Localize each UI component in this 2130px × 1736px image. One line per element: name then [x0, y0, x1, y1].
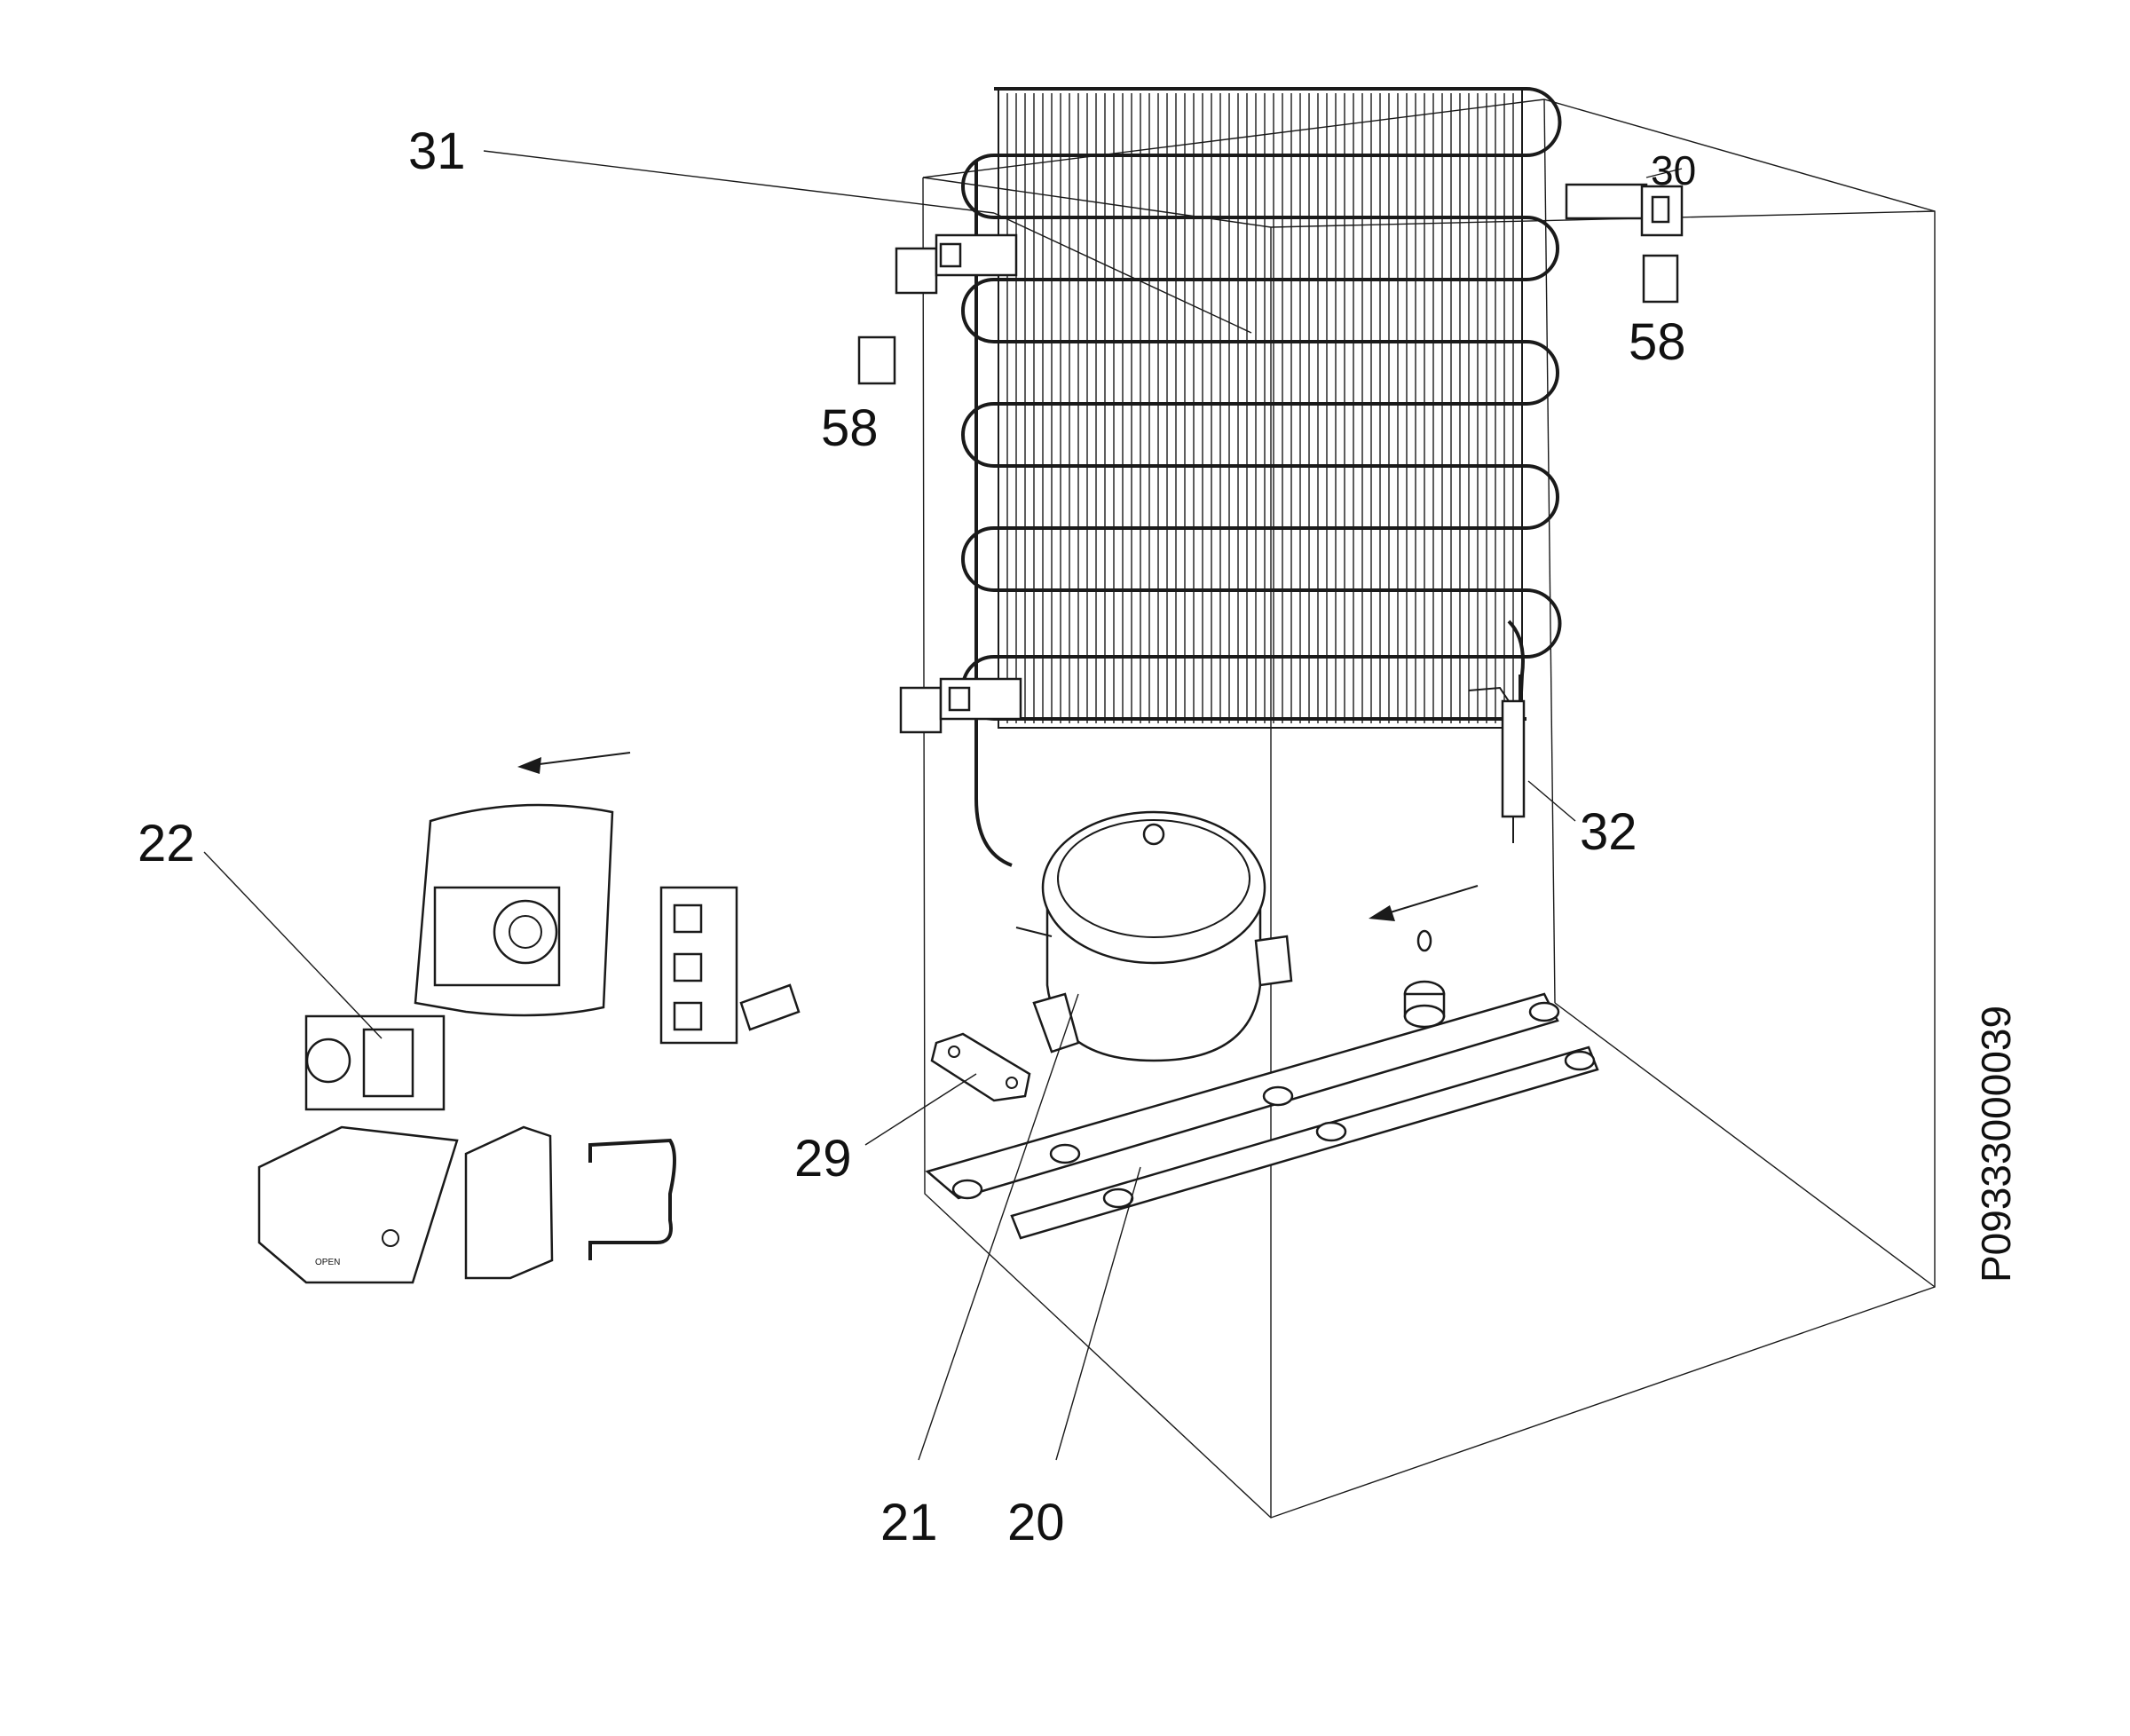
callout-30: 30	[1651, 147, 1696, 193]
callout-labels: 31 30 58 58 22 32 29 21 20	[138, 122, 1696, 1551]
arrow-left-right	[1369, 885, 1479, 921]
coil-bend	[961, 278, 995, 343]
leader-lines	[203, 150, 1683, 1461]
arrow-left-upper	[517, 752, 631, 774]
rail-mount-hole	[1315, 1121, 1347, 1142]
rubber-grommet	[1403, 929, 1446, 1029]
overload-protector	[659, 886, 738, 1045]
rail-mount-hole	[1102, 1188, 1134, 1209]
coil-bend	[1526, 588, 1562, 659]
rail-mount-hole	[1528, 1001, 1560, 1022]
rail-mount-hole	[1262, 1085, 1294, 1107]
coil-bend	[1526, 464, 1559, 530]
condenser-coil	[961, 87, 1562, 867]
starter-relay	[304, 1014, 446, 1111]
coil-bend	[1526, 216, 1559, 281]
callout-21: 21	[880, 1494, 938, 1551]
callout-29: 29	[794, 1130, 852, 1188]
compressor	[1015, 810, 1293, 1062]
drawing-code: P09333000039	[1973, 1006, 2019, 1282]
coil-bend	[1526, 340, 1559, 406]
callout-58-right: 58	[1629, 313, 1686, 371]
cover-open-text: OPEN	[315, 1258, 340, 1267]
coil-bend	[961, 402, 995, 468]
coil-bend	[961, 526, 995, 592]
callout-32: 32	[1580, 803, 1637, 861]
coil-bracket-bottom-left	[899, 677, 1022, 734]
callout-22: 22	[138, 815, 195, 872]
relay-housing	[414, 803, 614, 1017]
clip-left	[857, 335, 896, 385]
callout-20: 20	[1007, 1494, 1065, 1551]
relay-cover: OPEN	[257, 1125, 459, 1284]
rail-mount-hole	[1049, 1143, 1081, 1164]
clip-right	[1642, 254, 1679, 304]
side-cover	[464, 1125, 554, 1280]
coil-bracket-top-left	[895, 233, 1018, 295]
callout-31: 31	[408, 122, 466, 180]
coil-bracket-top-right	[1565, 183, 1684, 237]
coil-bend	[1526, 87, 1562, 157]
rail-mount-hole	[1564, 1050, 1596, 1071]
callout-58-left: 58	[821, 399, 879, 457]
rail-mount-hole	[951, 1179, 983, 1200]
terminal-plug	[739, 983, 801, 1031]
cabinet-outline	[922, 99, 1936, 1519]
coil-bend	[961, 154, 995, 219]
base-rails	[925, 992, 1599, 1240]
wire-clip	[588, 1138, 676, 1260]
filter-drier	[1468, 675, 1526, 843]
mounting-strap	[930, 1032, 1031, 1102]
